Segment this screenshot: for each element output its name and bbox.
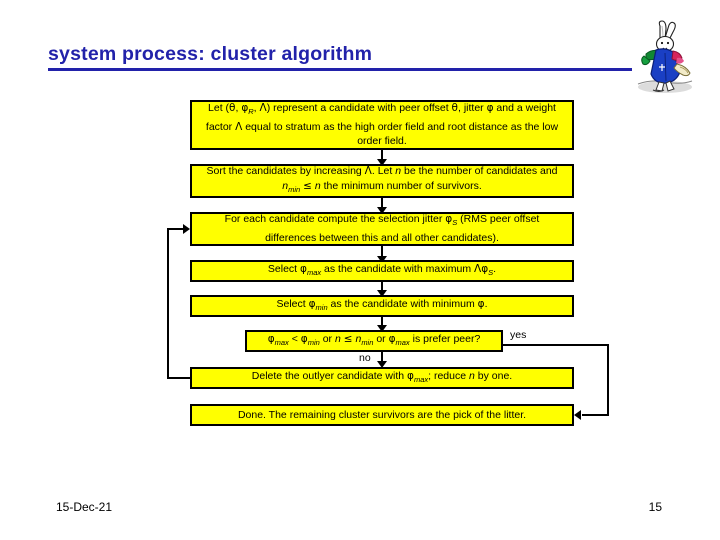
title-underline-rule xyxy=(48,68,640,71)
feedback-loop-top xyxy=(167,228,184,230)
connector-5-decision xyxy=(381,317,383,327)
flow-box-candidate-definition: Let (θ, φR, Λ) represent a candidate wit… xyxy=(190,100,575,151)
arrow-down-icon xyxy=(377,256,387,263)
branch-label-yes: yes xyxy=(510,329,527,341)
flow-text-line: φmax < φmin or n ≤ nmin or φmax is prefe… xyxy=(267,332,481,347)
yes-branch-vertical xyxy=(607,344,609,415)
flow-box-sort-candidates: Sort the candidates by increasing Λ. Let… xyxy=(190,164,575,199)
flow-box-delete-outlyer: Delete the outlyer candidate with φmax; … xyxy=(190,367,575,390)
feedback-loop-vertical xyxy=(167,228,169,379)
arrow-down-icon xyxy=(377,325,387,332)
arrow-left-icon xyxy=(574,410,581,420)
flow-text-line: Delete the outlyer candidate with φmax; … xyxy=(251,369,513,384)
title-block: system process: cluster algorithm xyxy=(48,42,640,71)
flow-text-line: Select φmin as the candidate with minimu… xyxy=(276,297,488,312)
arrow-right-icon xyxy=(183,224,190,234)
connector-1-2 xyxy=(381,150,383,161)
arrow-down-icon xyxy=(377,361,387,368)
flow-text-line: Let (θ, φR, Λ) represent a candidate wit… xyxy=(205,102,559,148)
footer-date: 15-Dec-21 xyxy=(56,500,113,514)
connector-2-3 xyxy=(381,198,383,209)
connector-3-4 xyxy=(381,246,383,258)
flow-text-line: Done. The remaining cluster survivors ar… xyxy=(237,408,527,421)
branch-label-no: no xyxy=(359,352,371,364)
page-title: system process: cluster algorithm xyxy=(48,43,373,65)
connector-4-5 xyxy=(381,282,383,292)
no-branch-vertical xyxy=(381,352,383,364)
arrow-down-icon xyxy=(377,159,387,166)
arrow-down-icon xyxy=(377,290,387,297)
footer-page-number: 15 xyxy=(648,500,662,514)
flow-box-decision: φmax < φmin or n ≤ nmin or φmax is prefe… xyxy=(245,330,504,353)
flow-box-select-phi-min: Select φmin as the candidate with minimu… xyxy=(190,295,575,318)
flow-text-line: Sort the candidates by increasing Λ. Let… xyxy=(206,165,558,195)
flow-box-select-phi-max: Select φmax as the candidate with maximu… xyxy=(190,260,575,283)
arrow-down-icon xyxy=(377,207,387,214)
feedback-loop-bottom xyxy=(167,377,192,379)
flow-text-line: Select φmax as the candidate with maximu… xyxy=(267,262,497,277)
white-rabbit-logo xyxy=(632,20,698,96)
flow-box-compute-selection-jitter: For each candidate compute the selection… xyxy=(190,212,575,247)
yes-branch-horizontal xyxy=(503,344,609,346)
flow-text-line: For each candidate compute the selection… xyxy=(224,213,540,245)
yes-branch-into-done xyxy=(582,414,609,416)
flow-box-done: Done. The remaining cluster survivors ar… xyxy=(190,404,575,427)
